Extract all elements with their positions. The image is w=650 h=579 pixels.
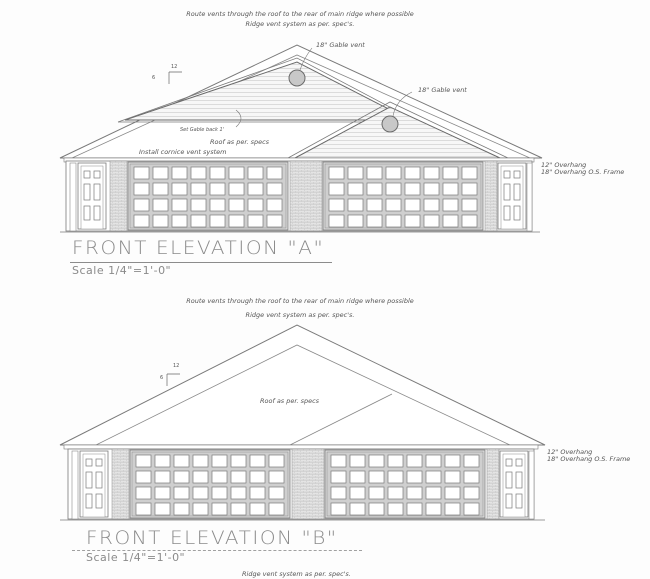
gable-vent-main-note: 18" Gable vent — [316, 41, 365, 49]
pitch-rise-a: 6 — [152, 75, 156, 81]
ridge-vent-bottom-note: Ridge vent system as per. spec's. — [242, 570, 351, 578]
overhang-18-note-b: 18" Overhang O.S. Frame — [547, 455, 631, 463]
elevation-a-scale: Scale 1/4"=1'-0" — [72, 264, 172, 277]
ridge-vent-note-b: Ridge vent system as per. spec's. — [245, 311, 355, 319]
set-gable-back-note: Set Gable back 1' — [180, 127, 224, 133]
ridge-vent-note-a: Ridge vent system as per. spec's. — [245, 20, 355, 28]
elevation-a-title-underline — [70, 262, 332, 263]
overhang-18-note-a: 18" Overhang O.S. Frame — [541, 168, 625, 176]
roof-specs-note-a: Roof as per. specs — [210, 138, 270, 146]
gable-vent-secondary-note: 18" Gable vent — [418, 86, 467, 94]
roof-specs-note-b: Roof as per. specs — [260, 397, 320, 405]
elevation-b-drawing — [59, 324, 546, 521]
pitch-run-a: 12 — [171, 64, 178, 70]
pitch-run-b: 12 — [173, 363, 180, 369]
elevation-a-title: FRONT ELEVATION "A" — [72, 237, 325, 259]
elevation-b-title-underline — [72, 550, 362, 551]
overhang-12-note-b: 12" Overhang — [547, 448, 593, 456]
cornice-vent-note: Install cornice vent system — [139, 148, 227, 156]
elevation-a-drawing — [59, 44, 543, 233]
overhang-12-note-a: 12" Overhang — [541, 161, 587, 169]
route-vents-note-a: Route vents through the roof to the rear… — [186, 10, 414, 18]
route-vents-note-b: Route vents through the roof to the rear… — [186, 297, 414, 305]
elevation-b-title: FRONT ELEVATION "B" — [86, 527, 338, 549]
pitch-rise-b: 6 — [160, 375, 164, 381]
elevation-b-scale: Scale 1/4"=1'-0" — [86, 551, 186, 564]
